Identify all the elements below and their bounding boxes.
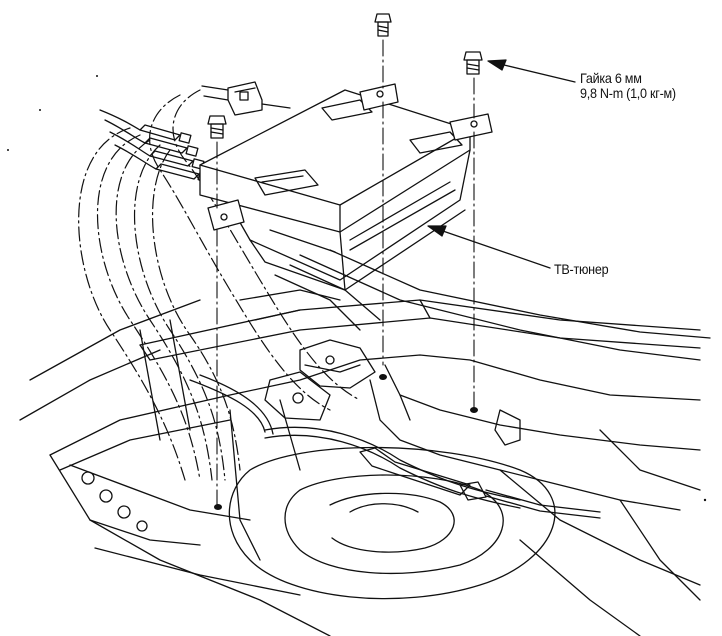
mounting-holes bbox=[214, 374, 478, 510]
vehicle-floor-panel bbox=[19, 249, 711, 636]
tv-tuner-unit bbox=[199, 89, 471, 291]
scan-specks bbox=[7, 75, 707, 502]
floor-cable bbox=[189, 374, 601, 519]
wiring-connector bbox=[201, 81, 291, 116]
nut-spec-label: Гайка 6 мм bbox=[580, 70, 642, 86]
tuner-leader-arrow bbox=[427, 225, 551, 269]
nut-icon-2 bbox=[463, 51, 483, 75]
nut-icon-3 bbox=[207, 115, 227, 139]
rca-connectors bbox=[99, 109, 211, 183]
nut-leader-arrow bbox=[487, 59, 576, 83]
nut-torque-label: 9,8 N-m (1,0 кг-м) bbox=[580, 85, 676, 101]
alignment-lines bbox=[216, 39, 475, 506]
tv-tuner-label: ТВ-тюнер bbox=[554, 261, 609, 277]
cable-harness bbox=[78, 89, 361, 481]
nut-icon-1 bbox=[374, 13, 392, 37]
